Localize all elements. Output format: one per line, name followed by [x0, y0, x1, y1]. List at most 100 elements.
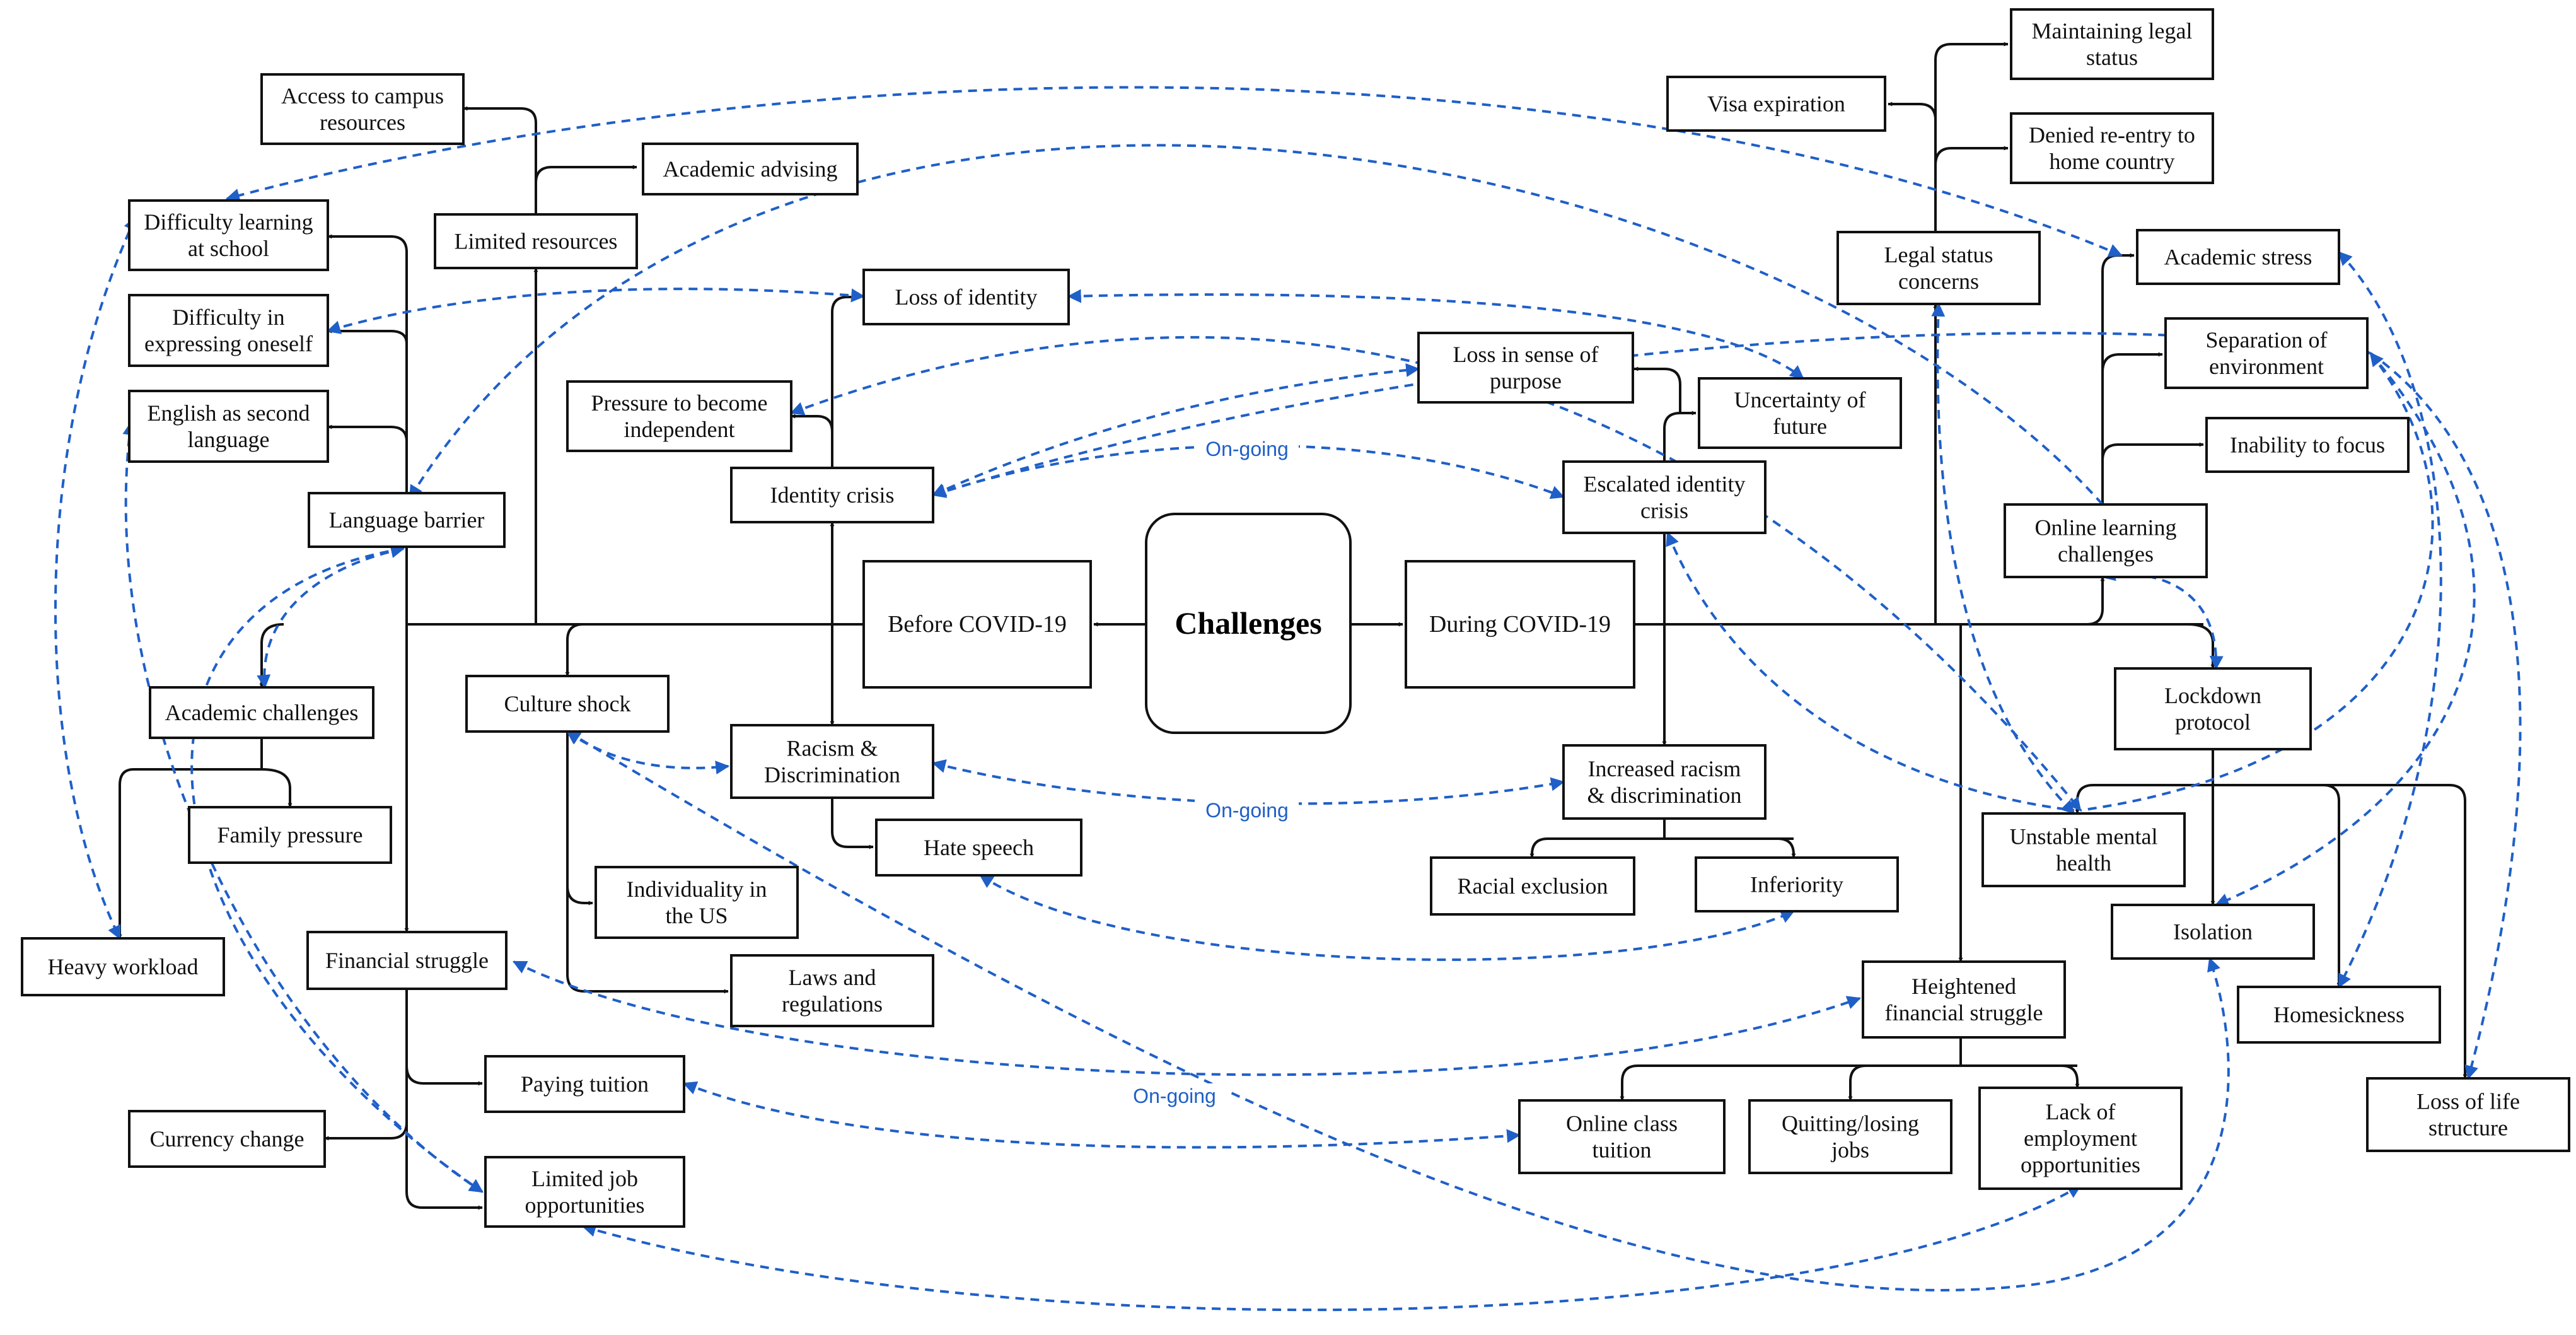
node-box	[128, 199, 329, 271]
node-box	[188, 806, 392, 864]
node-label-line: Language barrier	[329, 508, 485, 533]
node-box	[128, 294, 329, 367]
node-box	[566, 380, 792, 452]
ongoing-bg-financial	[1122, 1083, 1226, 1109]
rel-separation-unstable	[2080, 352, 2434, 812]
node-box	[2136, 229, 2340, 285]
edge-lang-difficulty	[327, 234, 408, 253]
edge-during-online	[2086, 576, 2105, 626]
node-box	[1981, 812, 2186, 887]
node-paying-tuition: Paying tuition	[484, 1055, 685, 1113]
edge-escalated-uncertainty	[1663, 411, 1697, 462]
node-label-line: financial struggle	[1885, 1000, 2043, 1025]
node-box	[1862, 960, 2066, 1039]
node-box	[730, 467, 934, 523]
node-label-line: Heavy workload	[48, 954, 199, 979]
node-label-line: Identity crisis	[770, 482, 895, 508]
node-increased-racism: Increased racism& discrimination	[1562, 744, 1767, 820]
ongoing-label-racism: On-going	[1205, 799, 1289, 822]
rel-tuition-online-class	[682, 1081, 1521, 1149]
node-racism: Racism &Discrimination	[730, 724, 934, 799]
node-inability-focus: Inability to focus	[2205, 417, 2410, 473]
rel-limitedjobs-lack	[581, 1184, 2082, 1312]
node-box	[642, 143, 859, 195]
rel-online-lockdown	[2101, 567, 2224, 670]
node-label-line: Quitting/losing	[1782, 1111, 1919, 1136]
edge-culture-down	[566, 732, 729, 994]
node-label-line: opportunities	[525, 1192, 645, 1218]
node-label-line: Paying tuition	[521, 1071, 649, 1097]
node-box	[260, 73, 465, 145]
edge-academic-family	[261, 768, 293, 808]
node-label-line: tuition	[1592, 1138, 1651, 1163]
edge-before-academic	[259, 623, 284, 688]
center-node-label: Challenges	[1175, 605, 1321, 641]
node-label-line: Difficulty learning	[144, 209, 313, 235]
node-label-line: Racism &	[787, 736, 878, 761]
edge-identity-loss	[831, 294, 861, 468]
during-covid-label: During COVID-19	[1429, 611, 1611, 638]
node-box	[308, 492, 506, 548]
node-limited-resources: Limited resources	[434, 213, 638, 269]
rel-legal-unstable	[1931, 302, 2075, 815]
edge-racism-hate	[831, 798, 874, 849]
center-node-box	[1145, 513, 1352, 734]
node-label-line: Maintaining legal	[2032, 18, 2193, 44]
node-box	[1562, 744, 1767, 820]
node-box	[434, 213, 638, 269]
node-box	[862, 269, 1070, 325]
node-label-line: Isolation	[2173, 919, 2253, 945]
node-label-line: environment	[2209, 354, 2324, 379]
edge-lang-expressing	[327, 329, 408, 344]
node-identity-crisis: Identity crisis	[730, 467, 934, 523]
node-label-line: Pressure to become	[591, 390, 768, 416]
node-box	[1695, 856, 1899, 912]
node-label-line: concerns	[1898, 269, 1979, 294]
node-label-line: home country	[2050, 149, 2175, 174]
node-box	[2010, 8, 2214, 80]
node-label-line: Access to campus	[281, 83, 444, 108]
node-currency-change: Currency change	[128, 1110, 326, 1168]
node-label-line: Loss of life	[2416, 1089, 2520, 1114]
node-label-line: Inability to focus	[2230, 433, 2385, 458]
ongoing-bg-racism	[1195, 798, 1299, 823]
node-label-line: Academic challenges	[165, 700, 359, 725]
node-label-line: crisis	[1640, 498, 1688, 523]
node-label-line: Limited resources	[455, 229, 618, 254]
node-family-pressure: Family pressure	[188, 806, 392, 864]
before-covid-label: Before COVID-19	[888, 611, 1067, 638]
during-covid-box	[1405, 560, 1635, 689]
node-label-line: the US	[666, 903, 728, 928]
rel-stress-homesick	[2338, 251, 2442, 988]
node-racial-exclusion: Racial exclusion	[1430, 856, 1635, 916]
node-box	[730, 954, 934, 1027]
node-box	[1748, 1099, 1952, 1174]
edge-online-up	[2101, 253, 2135, 504]
node-label-line: Culture shock	[504, 691, 631, 716]
edge-online-separation	[2101, 352, 2163, 378]
node-label-line: Increased racism	[1588, 756, 1741, 781]
rel-expressing-identity	[326, 288, 866, 334]
node-hate-speech: Hate speech	[875, 819, 1082, 877]
node-label-line: language	[188, 427, 270, 452]
node-label-line: Legal status	[1884, 242, 1993, 267]
node-box	[1518, 1099, 1726, 1174]
node-label-line: structure	[2428, 1116, 2508, 1141]
node-label-line: Lockdown	[2164, 683, 2261, 708]
rel-culture-racism	[566, 730, 730, 775]
rel-lang-difficulty-stress	[225, 86, 2123, 257]
rel-difficulty-workload	[54, 216, 137, 940]
rel-pressure-unstable	[789, 335, 2082, 812]
node-box	[2205, 417, 2410, 473]
edge-legal-up	[1934, 42, 2009, 232]
node-visa-expiration: Visa expiration	[1666, 76, 1886, 132]
